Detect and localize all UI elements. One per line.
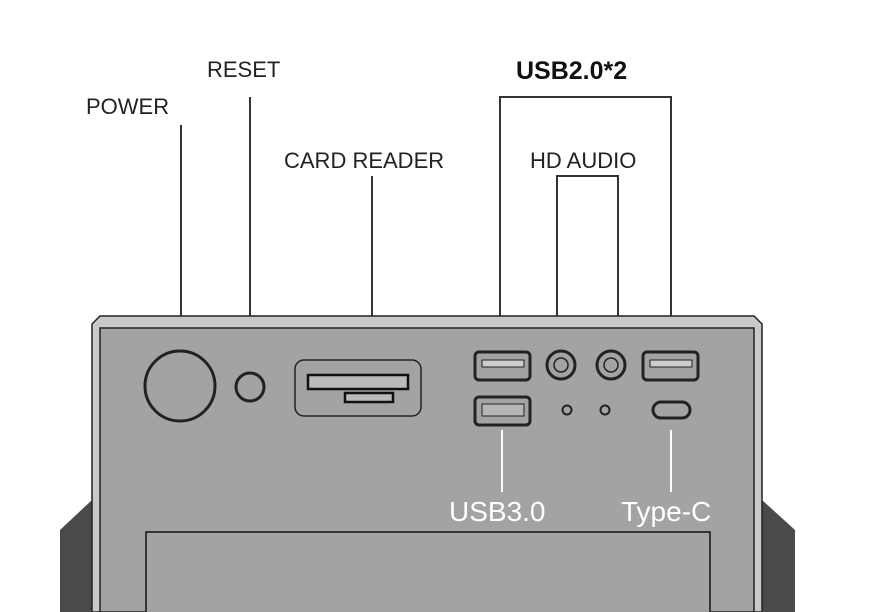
left-side-foot bbox=[60, 500, 92, 612]
audio-jack-mic bbox=[595, 349, 627, 381]
reset-button[interactable] bbox=[234, 371, 266, 403]
usb2-port-left-tongue bbox=[481, 359, 525, 368]
panel-window bbox=[145, 531, 711, 612]
reset-label: RESET bbox=[207, 57, 280, 82]
audio-jack-inner bbox=[553, 357, 569, 373]
usb2-label: USB2.0*2 bbox=[516, 57, 627, 85]
white-leader-lines bbox=[501, 430, 672, 492]
led-indicator bbox=[561, 404, 573, 416]
power-button[interactable] bbox=[143, 349, 217, 423]
card-reader-label: CARD READER bbox=[284, 148, 444, 173]
sd-slot bbox=[306, 373, 410, 391]
usb3-label: USB3.0 bbox=[449, 496, 546, 527]
microsd-slot bbox=[343, 391, 395, 404]
usb2-port-right-tongue bbox=[649, 359, 693, 368]
type-c-port bbox=[651, 400, 692, 420]
usb3-port-tongue bbox=[481, 403, 525, 417]
type-c-label: Type-C bbox=[621, 496, 711, 527]
led-indicator bbox=[599, 404, 611, 416]
audio-jack-headphone bbox=[545, 349, 577, 381]
right-side-foot bbox=[762, 500, 795, 612]
hd-audio-label: HD AUDIO bbox=[530, 148, 636, 173]
audio-jack-inner bbox=[603, 357, 619, 373]
power-label: POWER bbox=[86, 94, 169, 119]
leader-lines bbox=[180, 96, 672, 316]
